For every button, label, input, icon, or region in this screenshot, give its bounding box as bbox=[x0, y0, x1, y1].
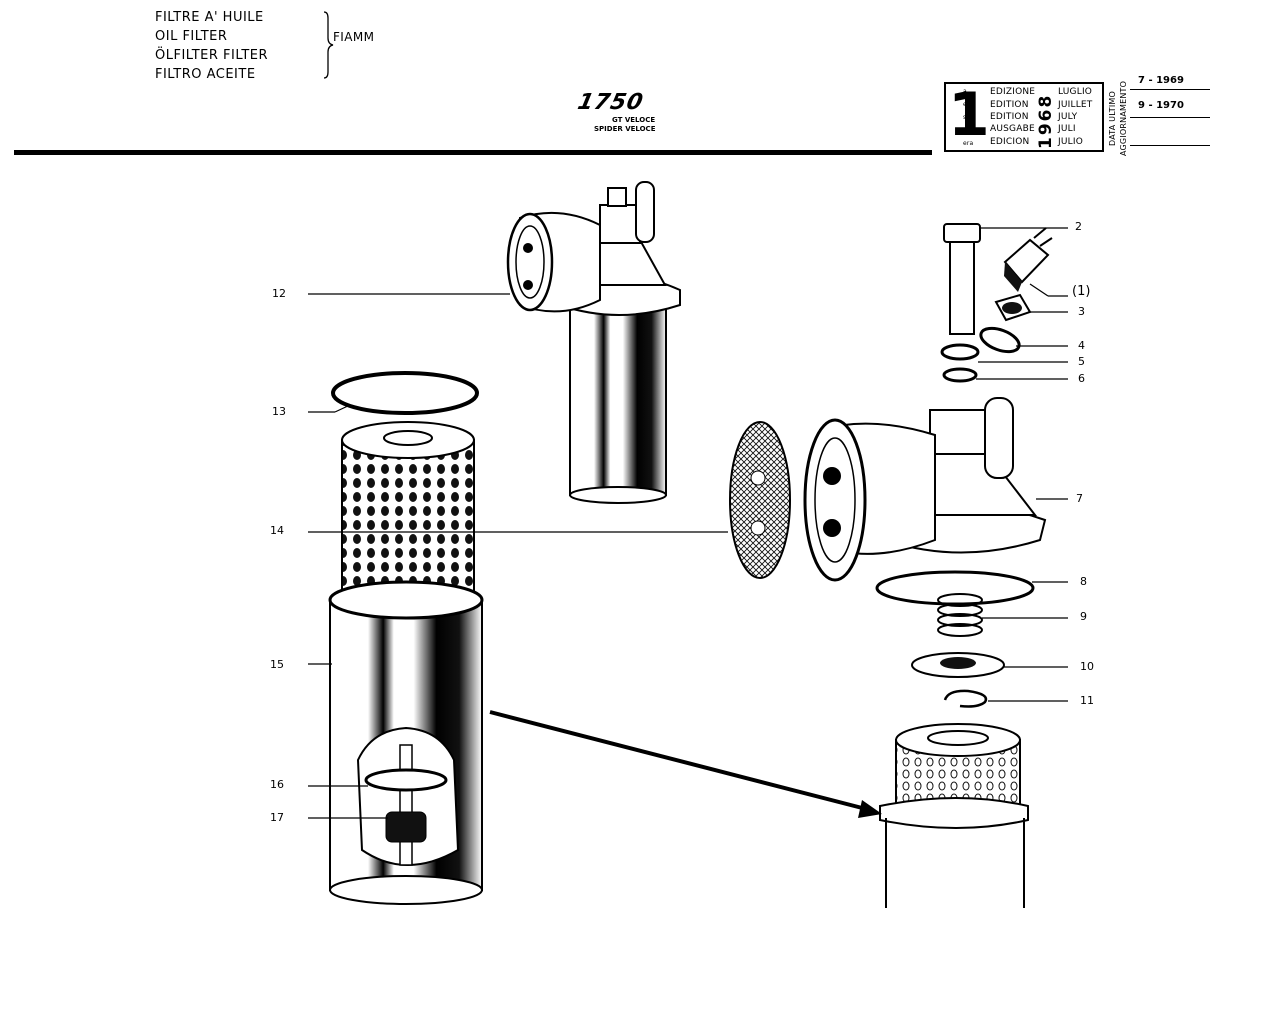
callout-2: 2 bbox=[1075, 220, 1082, 233]
title-english: OIL FILTER bbox=[155, 29, 228, 44]
update-date-2: 9 - 1970 bbox=[1138, 100, 1184, 111]
plate-10 bbox=[911, 652, 1005, 678]
edition-word-de: AUSGABE bbox=[990, 124, 1035, 134]
assembled-filter bbox=[506, 181, 681, 504]
callout-16: 16 bbox=[270, 778, 284, 791]
edition-word-fr: EDITION bbox=[990, 100, 1029, 110]
edition-word-en: EDITION bbox=[990, 112, 1029, 122]
edition-month-fr: JUILLET bbox=[1058, 100, 1093, 110]
gasket-13 bbox=[331, 371, 479, 415]
edition-suffix-5: era bbox=[963, 140, 974, 147]
update-line-3 bbox=[1130, 145, 1210, 146]
edition-suffix-1: a bbox=[963, 88, 967, 95]
callout-17: 17 bbox=[270, 811, 284, 824]
washer-4 bbox=[979, 326, 1021, 354]
callout-6: 6 bbox=[1078, 372, 1085, 385]
callout-12: 12 bbox=[272, 287, 286, 300]
mesh-disc bbox=[729, 421, 791, 579]
circlip-11 bbox=[943, 689, 988, 708]
housing-15 bbox=[328, 580, 484, 905]
spring-9 bbox=[937, 593, 983, 637]
title-block: FILTRE A' HUILE OIL FILTER ÖLFILTER FILT… bbox=[155, 8, 268, 84]
leader-lines bbox=[308, 227, 1068, 819]
edition-suffix-2: ere bbox=[963, 101, 974, 108]
washer-5 bbox=[940, 343, 980, 361]
gasket-8 bbox=[875, 570, 1035, 606]
callout-7: 7 bbox=[1076, 492, 1083, 505]
callout-4: 4 bbox=[1078, 339, 1085, 352]
callout-13: 13 bbox=[272, 405, 286, 418]
callout-10: 10 bbox=[1080, 660, 1094, 673]
pressure-sensor bbox=[1003, 227, 1053, 292]
callout-9: 9 bbox=[1080, 610, 1087, 623]
edition-box bbox=[944, 82, 1104, 152]
update-line-2 bbox=[1130, 117, 1210, 118]
bolt-2 bbox=[943, 223, 981, 335]
edition-month-de: JULI bbox=[1058, 124, 1076, 134]
update-line-1 bbox=[1130, 89, 1210, 90]
detail-arrow bbox=[489, 710, 882, 818]
callout-14: 14 bbox=[270, 524, 284, 537]
cartridge-detail bbox=[879, 723, 1029, 908]
filter-head-7 bbox=[803, 397, 1047, 582]
update-date-1: 7 - 1969 bbox=[1138, 75, 1184, 86]
callout-5: 5 bbox=[1078, 355, 1085, 368]
edition-suffix-3: st bbox=[963, 114, 969, 121]
callout-3: 3 bbox=[1078, 305, 1085, 318]
model-sub-1: GT VELOCE bbox=[612, 116, 656, 124]
title-spanish: FILTRO ACEITE bbox=[155, 67, 256, 82]
nut-3 bbox=[994, 293, 1032, 322]
edition-word-es: EDICION bbox=[990, 137, 1030, 147]
title-german: ÖLFILTER FILTER bbox=[155, 48, 269, 63]
title-french: FILTRE A' HUILE bbox=[155, 10, 264, 25]
edition-month-es: JULIO bbox=[1058, 137, 1083, 147]
header-rule bbox=[14, 150, 932, 155]
callout-15: 15 bbox=[270, 658, 284, 671]
callout-1: (1) bbox=[1072, 284, 1091, 299]
title-brace bbox=[323, 11, 334, 79]
model-sub-2: SPIDER VELOCE bbox=[594, 125, 656, 133]
edition-month-en: JULY bbox=[1058, 112, 1078, 122]
edition-month-it: LUGLIO bbox=[1058, 87, 1093, 97]
brand-label: FIAMM bbox=[333, 30, 375, 44]
ring-6 bbox=[942, 367, 978, 383]
edition-suffix-4: . bbox=[963, 127, 966, 134]
edition-numeral: 1 bbox=[948, 80, 990, 150]
callout-8: 8 bbox=[1080, 575, 1087, 588]
callout-11: 11 bbox=[1080, 694, 1094, 707]
edition-word-it: EDIZIONE bbox=[990, 87, 1036, 97]
